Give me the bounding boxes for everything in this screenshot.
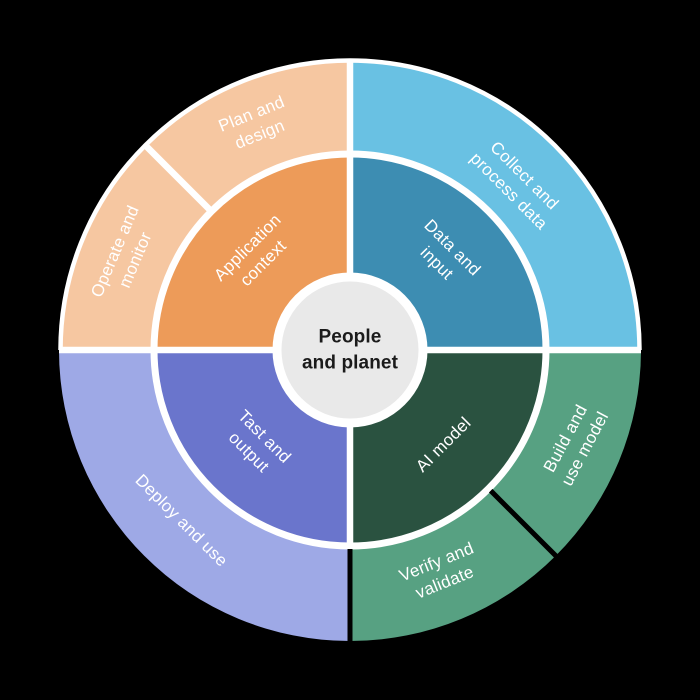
segment-collect-and-process-data: [350, 59, 641, 350]
segment-tast-and-output: [152, 350, 350, 548]
divider-plan-operate: [141, 141, 216, 216]
divider-build-verify-black: [488, 488, 559, 559]
segment-verify-and-validate: [350, 487, 556, 641]
segment-ai-model: [350, 350, 548, 548]
segment-data-and-input: [350, 152, 548, 350]
segment-operate-and-monitor: [59, 144, 213, 350]
segment-deploy-and-use: [59, 350, 350, 641]
segment-application-context: [152, 152, 350, 350]
center-circle: [272, 272, 428, 428]
segment-build-and-use-model: [487, 350, 641, 556]
segment-plan-and-design: [144, 59, 350, 213]
